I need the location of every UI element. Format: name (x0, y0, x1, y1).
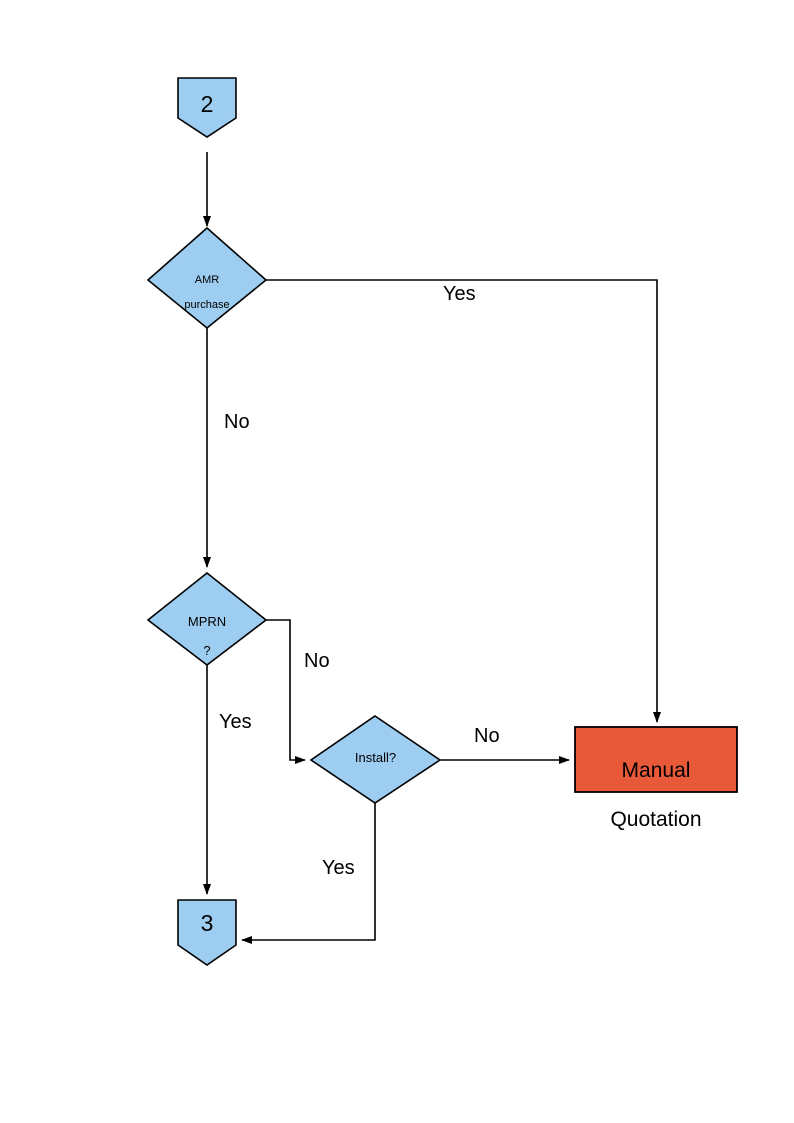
edge-mprn-no-to-install (266, 619, 306, 764)
edge-label-install-no: No (474, 725, 500, 747)
node-mprn[interactable] (146, 571, 268, 667)
node-end-3[interactable] (177, 899, 237, 966)
edge-label-install-yes: Yes (322, 857, 355, 879)
edge-install-yes-to-end (241, 803, 376, 944)
edge-label-amr-no: No (224, 411, 250, 433)
node-start-2[interactable] (177, 77, 237, 138)
edge-label-amr-yes: Yes (443, 283, 476, 305)
node-install[interactable] (309, 715, 442, 804)
node-manual-quotation[interactable] (574, 726, 738, 793)
edge-label-mprn-no: No (304, 650, 330, 672)
node-amr-purchase[interactable] (146, 226, 268, 330)
edge-label-mprn-yes: Yes (219, 711, 252, 733)
edge-amr-yes-to-manual (266, 279, 661, 723)
